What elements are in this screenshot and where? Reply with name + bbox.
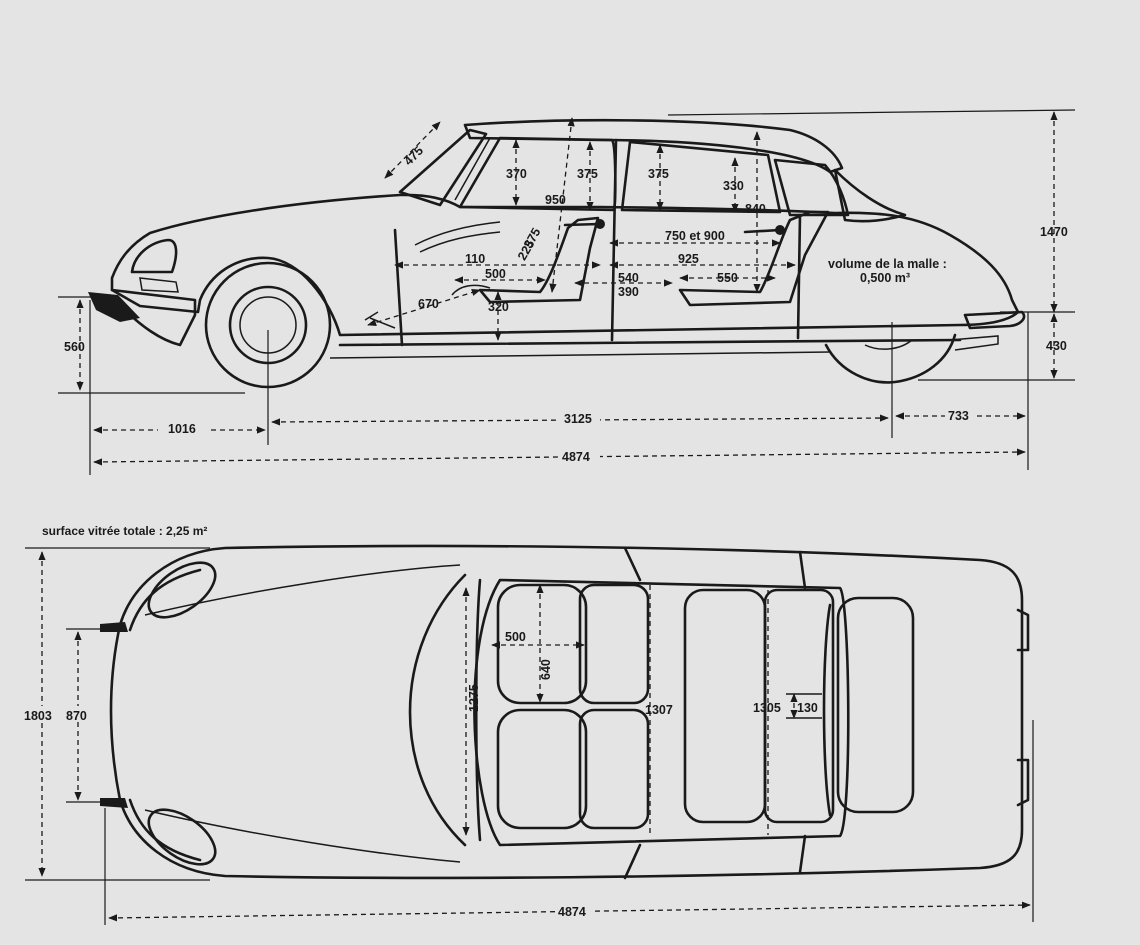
front-bumper bbox=[88, 292, 140, 322]
front-indicator bbox=[139, 277, 179, 293]
seat-width-label: 640 bbox=[539, 659, 553, 680]
front-overhang-height-label: 560 bbox=[64, 340, 85, 354]
trunk-volume-line2: 0,500 m³ bbox=[860, 271, 910, 285]
seat-height-label: 320 bbox=[488, 300, 509, 314]
rear-bench-back bbox=[763, 588, 835, 824]
seat-spacing-b-label: 390 bbox=[618, 285, 639, 299]
top-body-outline bbox=[109, 544, 1024, 880]
rear-track-label: 1305 bbox=[753, 701, 781, 715]
rear-quarter-window bbox=[773, 158, 850, 217]
front-right-seat bbox=[496, 708, 588, 830]
headlight-icon bbox=[130, 238, 178, 274]
top-total-length-label: 4874 bbox=[558, 905, 586, 919]
bumper-tips bbox=[100, 622, 128, 808]
rear-height-label-430: 430 bbox=[1046, 339, 1067, 353]
dashboard bbox=[414, 221, 501, 253]
rear-wheel bbox=[824, 333, 957, 384]
right-headlight-icon bbox=[147, 808, 217, 866]
front-width-label: 1275 bbox=[467, 684, 481, 712]
left-headlight-icon bbox=[147, 561, 217, 619]
trunk-lid bbox=[836, 596, 915, 814]
side-view: 475 370 375 375 330 950 840 375 225 750 … bbox=[58, 109, 1076, 475]
rear-door-window bbox=[620, 140, 782, 214]
rear-seat bbox=[678, 210, 830, 307]
total-length-label: 4874 bbox=[562, 450, 590, 464]
rear-window-top bbox=[822, 603, 832, 817]
rear-window-label: 375 bbox=[648, 167, 669, 181]
total-height-label: 1470 bbox=[1040, 225, 1068, 239]
front-left-seat bbox=[496, 583, 588, 705]
roof bbox=[463, 118, 844, 174]
top-windshield bbox=[408, 573, 467, 847]
front-headroom-label: 370 bbox=[506, 167, 527, 181]
rear-lights bbox=[1016, 608, 1030, 807]
seat-spacing-a-label: 540 bbox=[618, 271, 639, 285]
total-width-label: 1803 bbox=[24, 709, 52, 723]
rear-gap-label: 130 bbox=[797, 701, 818, 715]
front-overhang-label: 1016 bbox=[168, 422, 196, 436]
front-seat-depth-label: 110 bbox=[465, 252, 485, 266]
front-height-label: 950 bbox=[545, 193, 566, 207]
front-track-label: 1307 bbox=[645, 703, 673, 717]
glass-surface-note: surface vitrée totale : 2,25 m² bbox=[42, 524, 207, 538]
sill bbox=[338, 338, 962, 347]
rear-legroom-label: 925 bbox=[678, 252, 699, 266]
trunk-volume-line1: volume de la malle : bbox=[828, 257, 947, 271]
windshield-dim-label: 475 bbox=[401, 144, 426, 169]
headlight-span-label: 870 bbox=[66, 709, 87, 723]
rear-headroom-label: 330 bbox=[723, 179, 744, 193]
front-cushion-label: 500 bbox=[485, 267, 506, 281]
front-window-label: 375 bbox=[577, 167, 598, 181]
rear-overhang-label: 733 bbox=[948, 409, 969, 423]
front-right-seatback bbox=[578, 708, 650, 830]
front-fascia bbox=[110, 288, 197, 347]
windshield bbox=[398, 128, 488, 207]
rear-cushion-label: 550 bbox=[717, 271, 738, 285]
pedal-label: 670 bbox=[418, 297, 439, 311]
front-left-seatback bbox=[578, 583, 650, 705]
top-view: surface vitrée totale : 2,25 m² bbox=[22, 524, 1034, 925]
wheelbase-label: 3125 bbox=[564, 412, 592, 426]
front-legroom-label: 750 et 900 bbox=[665, 229, 725, 243]
rear-window bbox=[833, 168, 907, 223]
seat-cushion-label: 500 bbox=[505, 630, 526, 644]
rear-height-label: 840 bbox=[745, 202, 766, 216]
